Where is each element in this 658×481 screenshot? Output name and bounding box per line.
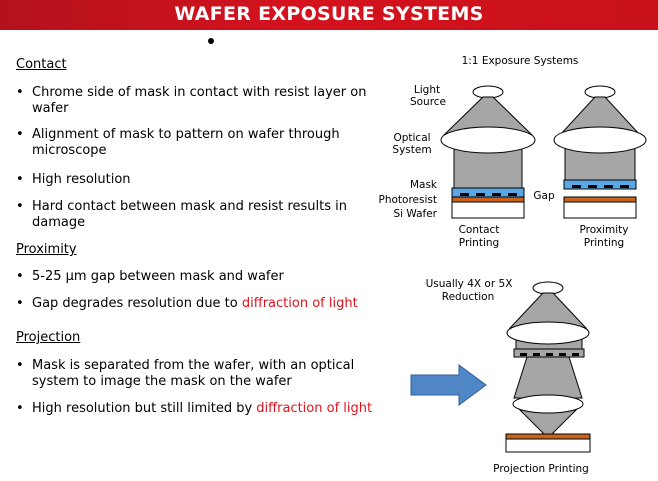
si-wafer xyxy=(563,201,637,219)
proximity-printing-system xyxy=(553,85,647,219)
optical-lens xyxy=(553,126,647,154)
contact-printing-system xyxy=(440,85,536,219)
list-item: •Gap degrades resolution due to diffract… xyxy=(16,296,358,311)
highlight-text: diffraction of light xyxy=(241,296,358,311)
light-source-lamp xyxy=(584,85,616,99)
optical-lens xyxy=(440,126,536,154)
list-item: •Hard contact between mask and resist re… xyxy=(16,199,348,230)
light-cone xyxy=(508,292,588,329)
label-system: System xyxy=(392,144,431,156)
light-source-lamp xyxy=(532,281,564,295)
section-heading-proximity: Proximity xyxy=(16,242,77,257)
projection-printing-system xyxy=(505,281,591,453)
projection-cone-upper xyxy=(513,356,583,399)
photoresist-layer xyxy=(563,196,637,203)
label-reduction-2: Reduction xyxy=(442,291,495,303)
label-photoresist: Photoresist xyxy=(379,194,437,206)
section-heading-projection: Projection xyxy=(16,330,81,345)
projection-lens xyxy=(512,394,584,414)
light-column xyxy=(453,147,523,189)
list-item: •5-25 μm gap between mask and wafer xyxy=(16,269,284,284)
label-light: Light xyxy=(414,84,440,96)
caption-proximity: Proximity xyxy=(580,224,629,236)
page-title: WAFER EXPOSURE SYSTEMS xyxy=(174,3,484,25)
photoresist-layer xyxy=(451,196,525,203)
list-item: •Chrome side of mask in contact with res… xyxy=(16,85,367,116)
section-heading-contact: Contact xyxy=(16,57,67,72)
label-optical: Optical xyxy=(393,132,430,144)
si-wafer xyxy=(505,438,591,453)
list-item: •Mask is separated from the wafer, with … xyxy=(16,358,355,389)
photoresist-layer xyxy=(505,433,591,440)
condenser-lens xyxy=(506,321,590,345)
label-si-wafer: Si Wafer xyxy=(393,208,437,220)
caption-projection: Projection Printing xyxy=(493,463,589,475)
projection-cone-lower xyxy=(518,409,578,435)
highlight-text: diffraction of light xyxy=(256,401,373,416)
label-gap: Gap xyxy=(533,190,555,202)
mask-plate xyxy=(563,179,637,190)
stray-bullet-dot xyxy=(208,38,214,44)
label-mask: Mask xyxy=(410,179,438,191)
caption-printing: Printing xyxy=(459,237,499,249)
label-source: Source xyxy=(410,96,446,108)
list-item: •High resolution but still limited by di… xyxy=(16,401,373,416)
list-item: •Alignment of mask to pattern on wafer t… xyxy=(16,127,340,158)
title-bar: WAFER EXPOSURE SYSTEMS xyxy=(0,0,658,30)
diagram-header: 1:1 Exposure Systems xyxy=(462,55,579,67)
caption-contact: Contact xyxy=(459,224,500,236)
right-arrow-icon xyxy=(410,364,487,406)
caption-printing: Printing xyxy=(584,237,624,249)
light-source-lamp xyxy=(472,85,504,99)
si-wafer xyxy=(451,201,525,219)
label-reduction-1: Usually 4X or 5X xyxy=(426,278,513,290)
list-item: •High resolution xyxy=(16,172,131,187)
